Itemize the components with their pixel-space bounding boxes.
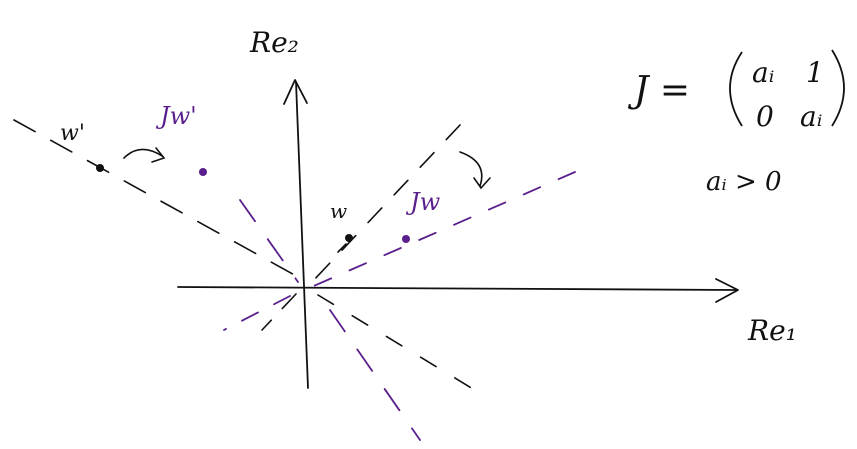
label-w-prime: w' — [60, 121, 85, 146]
purple-dashed-line-shallow — [299, 171, 576, 293]
axes — [177, 79, 739, 389]
condition-text: aᵢ > 0 — [706, 167, 782, 197]
point-w-prime — [96, 164, 104, 172]
black-dashed-line-upper-left — [13, 119, 301, 279]
arrow-w-prime-to-Jw-prime-head — [151, 147, 166, 163]
purple-dashed-lines — [223, 171, 576, 441]
purple-dashed-line-steep — [239, 199, 299, 283]
matrix-entry-12: 1 — [806, 56, 824, 89]
purple-dashed-line-shallow-lower — [223, 295, 291, 331]
matrix-entry-21: 0 — [756, 100, 774, 133]
black-dashed-line-lower-left — [261, 293, 297, 331]
point-Jw — [402, 235, 410, 243]
arrow-w-to-Jw — [459, 151, 483, 187]
point-w — [345, 234, 353, 242]
mapping-arrows — [123, 147, 491, 253]
matrix-entry-11: aᵢ — [752, 56, 774, 89]
matrix-definition: J = aᵢ 1 0 aᵢ — [627, 49, 845, 133]
matrix-lhs: J = — [627, 70, 690, 111]
black-dashed-line-lower-right — [317, 294, 479, 393]
vertical-axis — [295, 81, 309, 389]
label-Jw-prime: Jw' — [155, 102, 197, 130]
matrix-entry-22: aᵢ — [800, 100, 822, 133]
arrow-w-prime-to-Jw-prime — [123, 148, 163, 159]
matrix-left-paren — [729, 51, 743, 127]
horizontal-axis-label: Re₁ — [747, 314, 797, 347]
label-Jw: Jw — [405, 188, 441, 216]
vertical-axis-label: Re₂ — [249, 26, 299, 59]
matrix-right-paren — [831, 49, 845, 127]
horizontal-axis — [177, 286, 737, 291]
label-w: w — [330, 199, 347, 223]
purple-dashed-line-steep-lower — [329, 309, 421, 441]
vertical-axis-arrowhead — [283, 79, 308, 105]
horizontal-axis-arrowhead — [715, 278, 739, 303]
black-dashed-lines — [13, 119, 479, 393]
arrow-w-to-Jw-head — [473, 177, 491, 190]
point-Jw-prime — [199, 168, 207, 176]
tick-near-w — [337, 243, 347, 253]
